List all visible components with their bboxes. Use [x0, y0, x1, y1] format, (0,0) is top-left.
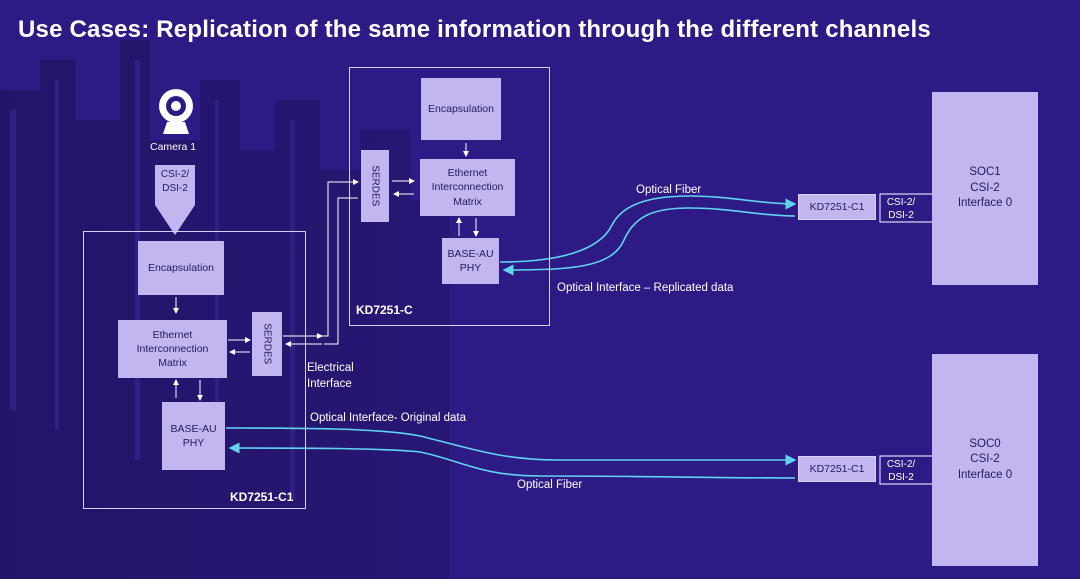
kd7251-c1-frame — [83, 231, 306, 509]
c-serdes-text: SERDES — [369, 165, 381, 207]
rx0-interface-label: CSI-2/ DSI-2 — [886, 459, 916, 483]
c-encapsulation-block: Encapsulation — [421, 78, 501, 140]
optical-fiber-top-label: Optical Fiber — [636, 184, 702, 196]
soc1-block: SOC1 CSI-2 Interface 0 — [932, 92, 1038, 285]
camera-label: Camera 1 — [150, 141, 197, 153]
c1-encapsulation-block: Encapsulation — [138, 241, 224, 295]
page-title: Use Cases: Replication of the same infor… — [18, 16, 931, 43]
c1-phy-block: BASE-AU PHY — [162, 402, 225, 470]
rx1-chip-text: KD7251-C1 — [809, 200, 865, 213]
rx0-chip-text: KD7251-C1 — [809, 462, 865, 475]
camera-icon — [155, 88, 197, 136]
rx0-chip-block: KD7251-C1 — [798, 456, 876, 482]
c-matrix-text: Ethernet Interconnection Matrix — [431, 167, 504, 208]
optical-fiber-bottom-label: Optical Fiber — [517, 479, 583, 491]
rx1-interface-label: CSI-2/ DSI-2 — [886, 197, 916, 221]
soc0-text: SOC0 CSI-2 Interface 0 — [957, 437, 1013, 481]
c1-phy-text: BASE-AU PHY — [170, 422, 217, 449]
c1-encapsulation-text: Encapsulation — [148, 261, 214, 274]
optical-replicated-label: Optical Interface – Replicated data — [557, 282, 734, 294]
c1-serdes-block: SERDES — [252, 312, 282, 376]
c-phy-block: BASE-AU PHY — [442, 238, 499, 284]
rx1-chip-block: KD7251-C1 — [798, 194, 876, 220]
optical-original-label: Optical Interface- Original data — [310, 412, 466, 424]
c1-serdes-text: SERDES — [261, 323, 273, 365]
c-phy-text: BASE-AU PHY — [447, 247, 494, 274]
soc1-text: SOC1 CSI-2 Interface 0 — [957, 166, 1013, 210]
camera-interface-label: CSI-2/ DSI-2 — [160, 169, 190, 194]
c1-ethernet-matrix-block: Ethernet Interconnection Matrix — [118, 320, 227, 378]
soc0-block: SOC0 CSI-2 Interface 0 — [932, 354, 1038, 566]
c-serdes-block: SERDES — [361, 150, 389, 222]
c-ethernet-matrix-block: Ethernet Interconnection Matrix — [420, 159, 515, 216]
kd7251-c-frame — [349, 67, 550, 326]
kd7251-c-label: KD7251-C — [356, 303, 413, 317]
c1-matrix-text: Ethernet Interconnection Matrix — [136, 328, 209, 370]
c-encapsulation-text: Encapsulation — [428, 102, 494, 115]
kd7251-c1-label: KD7251-C1 — [230, 490, 294, 504]
electrical-interface-label: Electrical Interface — [307, 362, 354, 390]
